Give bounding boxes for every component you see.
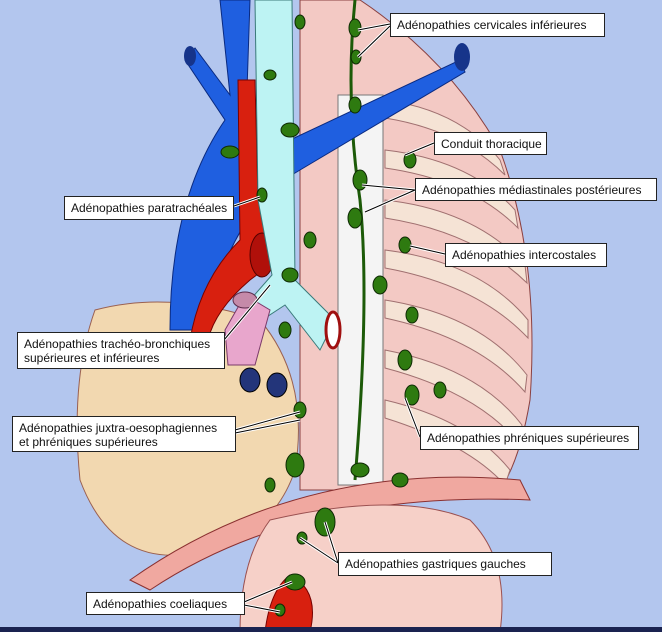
label-line-2: et phréniques supérieures <box>19 435 158 449</box>
pulmonary-vein <box>239 367 261 393</box>
label-conduit-thoracique: Conduit thoracique <box>434 132 547 155</box>
label-line-1: Adénopathies trachéo-bronchiques <box>24 337 211 351</box>
bottom-bar <box>0 627 662 632</box>
label-juxtra-oesophagiennes: Adénopathies juxtra-oesophagiennes et ph… <box>12 416 236 452</box>
label-tracheo-bronchiques: Adénopathies trachéo-bronchiques supérie… <box>17 332 225 369</box>
label-mediastinales: Adénopathies médiastinales postérieures <box>415 178 657 201</box>
label-intercostales: Adénopathies intercostales <box>445 243 607 267</box>
label-coeliaques: Adénopathies coeliaques <box>86 592 245 615</box>
label-paratracheales: Adénopathies paratrachéales <box>64 196 234 220</box>
trachea <box>249 0 336 351</box>
label-line-2: supérieures et inférieures <box>24 351 160 365</box>
label-cervicales: Adénopathies cervicales inférieures <box>390 13 605 37</box>
label-line-1: Adénopathies juxtra-oesophagiennes <box>19 421 218 435</box>
thoracic-duct <box>349 0 366 481</box>
diaphragm <box>129 476 531 591</box>
label-phreniques: Adénopathies phréniques supérieures <box>420 426 639 450</box>
label-gastriques: Adénopathies gastriques gauches <box>338 552 552 576</box>
